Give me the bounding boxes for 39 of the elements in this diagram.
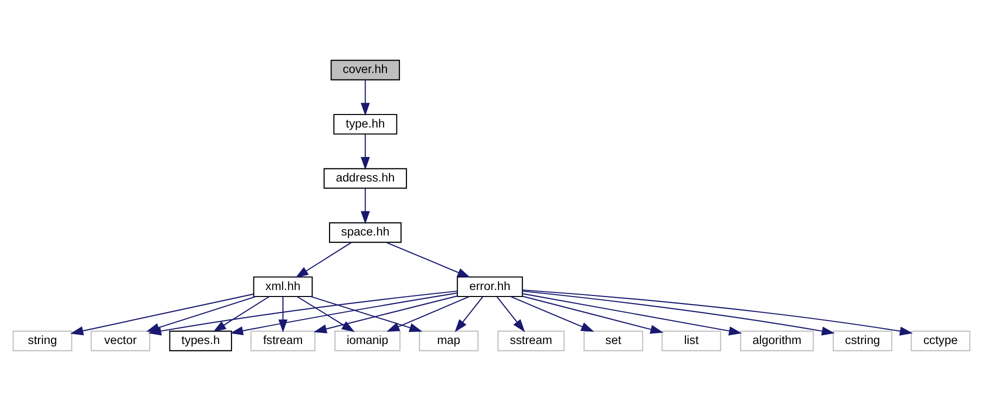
arrow [510,296,594,332]
arrow [148,290,458,336]
node-box: list [662,330,722,352]
node-box: xml.hh [253,276,313,298]
node-box: types.h [169,330,232,352]
node-box: address.hh [324,168,407,189]
arrow [522,293,742,336]
node-box: space.hh [329,222,402,243]
arrow [386,296,470,332]
node-box: set [584,330,644,352]
node-box: algorithm [740,330,814,352]
arrow [314,296,458,334]
arrow [360,80,370,116]
node-box: map [418,330,478,352]
arrow [310,296,422,332]
arrow [360,188,370,224]
node-box: vector [90,330,150,352]
arrow [454,296,484,332]
arrow [297,296,355,332]
node-box: fstream [250,330,316,352]
node-box: string [12,330,72,352]
arrow [278,296,288,333]
arrow [70,294,254,336]
arrow [230,292,458,336]
node-box: iomanip [334,330,400,352]
node-box: cstring [832,330,892,352]
arrow [213,296,270,332]
arrow [295,242,352,278]
node-box: cover.hh [330,60,400,80]
arrow [386,242,470,278]
arrow [522,289,913,336]
arrow [522,296,664,334]
node-box: sstream [497,330,565,352]
arrow [360,134,370,170]
arrow [496,296,525,332]
node-box: type.hh [333,114,398,135]
arrow [522,290,835,336]
node-box: error.hh [456,276,523,298]
node-box: cctype [910,330,970,352]
